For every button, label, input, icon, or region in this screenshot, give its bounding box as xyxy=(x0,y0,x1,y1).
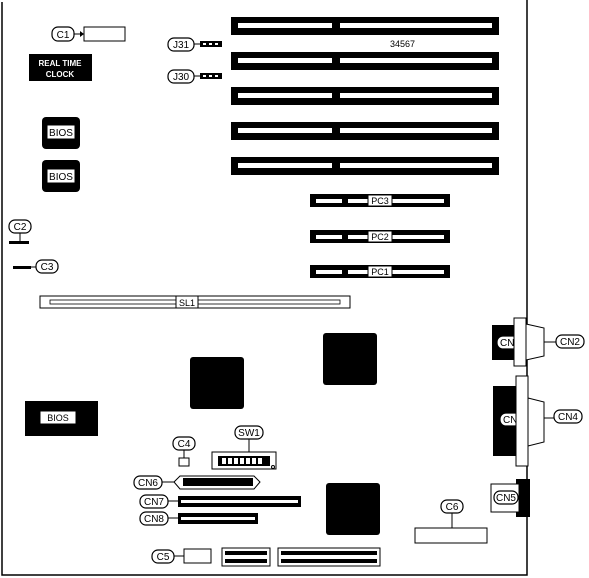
pc1-label: PC1 xyxy=(371,267,389,277)
j31-jumper: J31 xyxy=(167,37,222,52)
cn1-label: CN1 xyxy=(500,338,520,349)
cn3-label: CN3 xyxy=(503,415,523,426)
cn4-label: CN4 xyxy=(558,412,578,423)
cn5-connector: CN5 xyxy=(490,479,530,517)
rtc-label-line1: REAL TIME xyxy=(39,59,83,68)
c5-label: C5 xyxy=(157,552,170,563)
pc3-slot: PC3 xyxy=(310,194,450,207)
cn2-connector: CN2 xyxy=(513,317,585,367)
c2-label: C2 xyxy=(14,222,27,233)
c2-component: C2 xyxy=(8,219,32,244)
c3-label: C3 xyxy=(41,262,54,273)
sw1-label: SW1 xyxy=(238,428,260,439)
c4-label: C4 xyxy=(178,439,191,450)
j31-label: J31 xyxy=(173,40,190,51)
pc2-slot: PC2 xyxy=(310,230,450,243)
chip-center-left xyxy=(190,357,244,409)
sw1-dip-switch: SW1 xyxy=(211,425,277,470)
bios-chip-1: BIOS xyxy=(42,117,80,149)
cn2-label: CN2 xyxy=(560,337,580,348)
bios-label-3: BIOS xyxy=(47,413,69,423)
chip-lower-right xyxy=(326,483,380,535)
c1-component: C1 xyxy=(51,26,126,42)
cn6-label: CN6 xyxy=(138,478,158,489)
c6-label: C6 xyxy=(446,502,459,513)
cn8-connector: CN8 xyxy=(139,511,258,526)
pc2-label: PC2 xyxy=(371,232,389,242)
bios-chip-2: BIOS xyxy=(42,160,80,192)
bios-label-1: BIOS xyxy=(49,128,73,139)
isa-slot-1 xyxy=(231,17,499,35)
board-outline xyxy=(1,0,528,576)
isa-slot-4 xyxy=(231,122,499,140)
isa-slot-5 xyxy=(231,157,499,175)
real-time-clock-chip: REAL TIME CLOCK xyxy=(29,54,92,81)
j30-jumper: J30 xyxy=(167,69,222,84)
j30-label: J30 xyxy=(173,72,190,83)
cn4-connector: CN4 xyxy=(515,375,583,467)
sl1-label: SL1 xyxy=(179,298,195,308)
bios-chip-3: BIOS xyxy=(25,401,98,436)
c1-label: C1 xyxy=(57,30,70,41)
memory-socket-large xyxy=(277,547,381,567)
pc1-slot: PC1 xyxy=(310,265,450,278)
bios-label-2: BIOS xyxy=(49,172,73,183)
c4-component: C4 xyxy=(172,436,196,467)
cn5-label: CN5 xyxy=(496,493,516,504)
isa-slot-2 xyxy=(231,52,499,70)
cn8-label: CN8 xyxy=(144,514,164,525)
c5-component: C5 xyxy=(151,548,212,564)
cn7-connector: CN7 xyxy=(139,494,301,509)
chip-center-right xyxy=(323,333,377,385)
memory-socket-small xyxy=(221,547,271,567)
part-number: 34567 xyxy=(390,39,415,49)
pc3-label: PC3 xyxy=(371,196,389,206)
isa-slot-3 xyxy=(231,87,499,105)
sl1-slot: SL1 xyxy=(39,295,351,309)
cn6-connector: CN6 xyxy=(133,475,261,490)
c6-component: C6 xyxy=(414,499,488,544)
rtc-label-line2: CLOCK xyxy=(46,70,75,79)
c3-component: C3 xyxy=(13,259,59,274)
cn7-label: CN7 xyxy=(144,497,164,508)
